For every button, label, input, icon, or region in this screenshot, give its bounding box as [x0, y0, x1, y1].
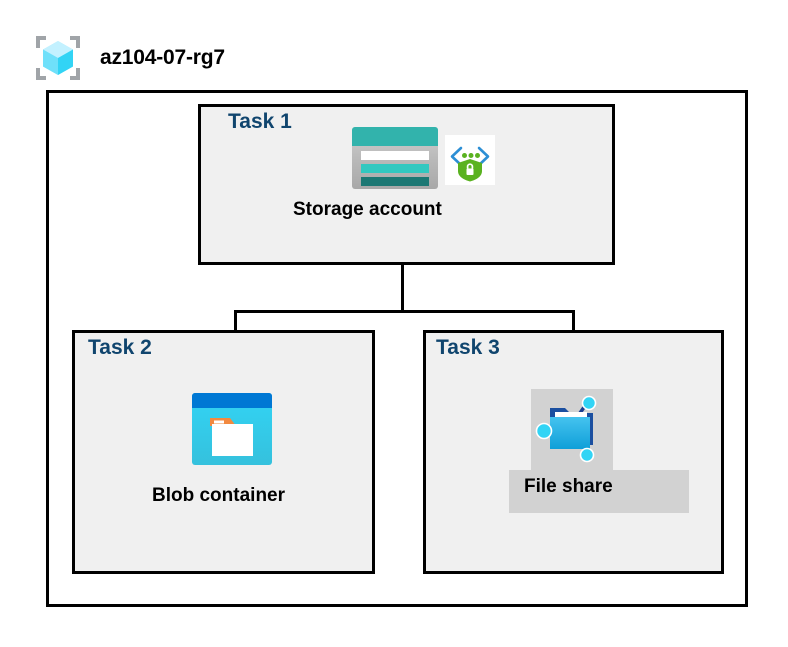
- resource-group-cube-icon: [36, 36, 80, 80]
- resource-group-header: az104-07-rg7: [30, 28, 330, 88]
- file-share-label-highlight: [509, 470, 689, 513]
- blob-container-icon: [192, 393, 272, 465]
- node-label-blob-container: Blob container: [152, 485, 286, 506]
- connector-horizontal-branch: [234, 310, 575, 313]
- storage-account-icon: [352, 127, 438, 189]
- node-label-file-share: File share: [524, 476, 613, 497]
- task-label-2: Task 2: [88, 336, 152, 359]
- task-label-3: Task 3: [436, 336, 500, 359]
- secure-transfer-shield-icon: [445, 135, 495, 185]
- connector-trunk: [401, 232, 404, 313]
- resource-group-name: az104-07-rg7: [100, 46, 225, 69]
- file-share-folder-icon: [535, 395, 597, 463]
- node-label-storage-account: Storage account: [293, 199, 442, 220]
- task-label-1: Task 1: [228, 110, 292, 133]
